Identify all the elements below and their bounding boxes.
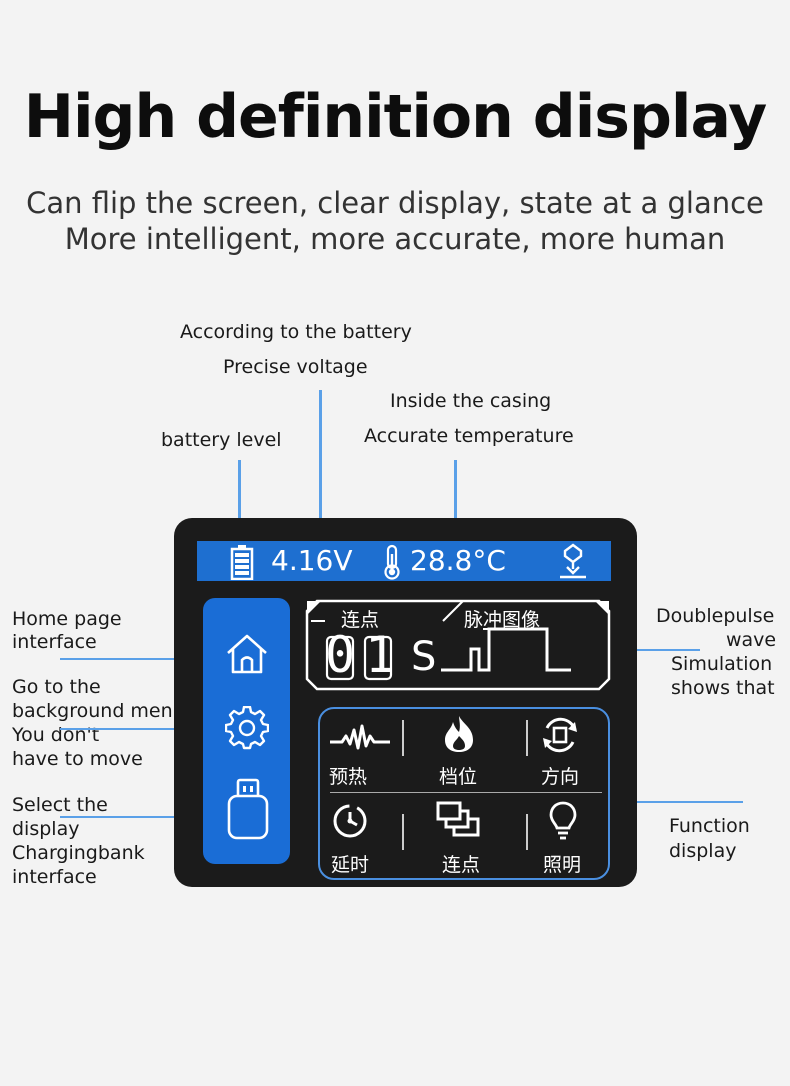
function-panel — [318, 707, 610, 880]
annotation-display-line-3: Chargingbank — [12, 842, 145, 864]
annotation-battery-level: battery level — [161, 429, 282, 451]
pointer-line-home — [60, 658, 220, 660]
subtitle-line-1: Can flip the screen, clear display, stat… — [26, 186, 764, 220]
annotation-wave-line-2: wave — [726, 629, 777, 651]
counter-unit: S — [411, 634, 437, 680]
pointer-line-temperature — [454, 460, 457, 545]
battery-icon — [230, 545, 254, 580]
annotation-wave-line-4: shows that — [671, 677, 775, 699]
timer-icon[interactable] — [331, 802, 369, 840]
pointer-line-battery — [238, 460, 241, 545]
home-icon[interactable] — [225, 633, 269, 675]
annotation-temp-line-1: Inside the casing — [390, 390, 552, 412]
annotation-background-line-3: You don't — [12, 724, 100, 746]
weld-tip-icon — [560, 543, 586, 579]
annotation-temp-line-2: Accurate temperature — [364, 425, 574, 447]
pointer-line-display — [60, 816, 220, 818]
flame-icon[interactable] — [441, 714, 477, 754]
function-divider — [330, 792, 602, 793]
annotation-home-line-2: interface — [12, 631, 97, 653]
thermometer-icon — [384, 544, 400, 580]
function-label-preheat: 预热 — [329, 766, 368, 788]
function-label-direction: 方向 — [541, 766, 580, 788]
status-bar — [197, 541, 611, 581]
function-separator — [402, 720, 404, 756]
usb-drive-icon[interactable] — [226, 778, 270, 842]
annotation-function-line-2: display — [669, 840, 737, 862]
function-label-gear: 档位 — [439, 766, 478, 788]
function-label-light: 照明 — [543, 854, 582, 876]
function-separator — [526, 814, 528, 850]
function-separator — [526, 720, 528, 756]
function-separator — [402, 814, 404, 850]
annotation-background-line-4: have to move — [12, 748, 143, 770]
pointer-line-background — [60, 728, 220, 730]
page-title: High definition display — [23, 82, 768, 152]
annotation-voltage-line-2: Precise voltage — [223, 356, 368, 378]
temperature-readout: 28.8°C — [410, 544, 506, 577]
pointer-line-function — [612, 801, 743, 803]
annotation-display-line-4: interface — [12, 866, 97, 888]
voltage-readout: 4.16V — [271, 544, 353, 577]
subtitle-line-2: More intelligent, more accurate, more hu… — [64, 222, 726, 256]
layers-icon[interactable] — [436, 801, 482, 841]
annotation-background-line-2: background menu — [12, 700, 185, 722]
gear-icon[interactable] — [225, 706, 269, 750]
annotation-wave-line-1: Doublepulse — [656, 605, 775, 627]
annotation-voltage-line-1: According to the battery — [180, 321, 412, 343]
annotation-background-line-1: Go to the — [12, 676, 101, 698]
annotation-display-line-2: display — [12, 818, 80, 840]
annotation-wave-line-3: Simulation — [671, 653, 773, 675]
wave-label-pulse-image: 脉冲图像 — [464, 609, 541, 631]
function-label-continuous: 连点 — [442, 854, 481, 876]
annotation-display-line-1: Select the — [12, 794, 108, 816]
pointer-line-voltage — [319, 390, 322, 545]
wave-digit-frame — [325, 635, 393, 681]
preheat-wave-icon[interactable] — [328, 722, 392, 756]
function-label-delay: 延时 — [331, 854, 370, 876]
annotation-home-line-1: Home page — [12, 608, 122, 630]
wave-label-continuous: 连点 — [341, 609, 380, 631]
rotate-icon[interactable] — [539, 714, 581, 756]
annotation-function-line-1: Function — [669, 815, 750, 837]
lightbulb-icon[interactable] — [548, 800, 578, 842]
pulse-wave-panel — [305, 599, 611, 691]
counter-digits: 01 — [325, 626, 406, 684]
